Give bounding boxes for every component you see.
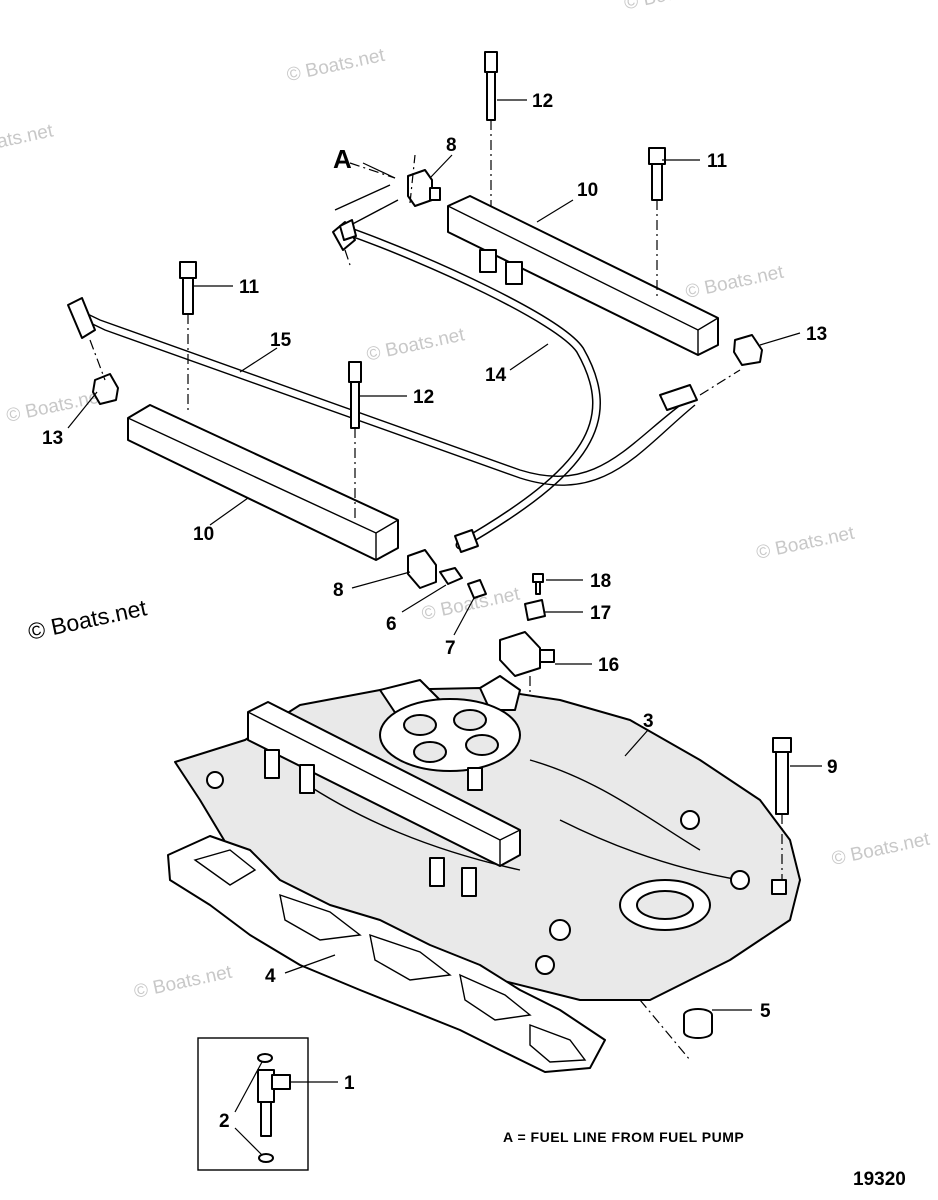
callout-8: 8 xyxy=(446,135,457,156)
leader-lines xyxy=(67,99,822,1156)
callout-10: 10 xyxy=(193,524,214,545)
callout-6: 6 xyxy=(386,614,397,635)
bolt-11-left xyxy=(179,261,197,410)
callout-1: 1 xyxy=(344,1073,355,1094)
watermark: © Boats.net xyxy=(5,385,107,426)
callout-A: A xyxy=(333,144,352,174)
callout-13: 13 xyxy=(806,324,827,345)
fuel-hose-14 xyxy=(339,219,601,553)
legend-note: A = FUEL LINE FROM FUEL PUMP xyxy=(503,1129,744,1145)
watermark-large: © Boats.net xyxy=(26,594,150,645)
callout-9: 9 xyxy=(827,757,838,778)
fitting-7 xyxy=(467,579,487,599)
callout-7: 7 xyxy=(445,638,456,659)
callout-12: 12 xyxy=(413,387,434,408)
clip-13-right xyxy=(733,334,763,366)
watermark: © Boats.net xyxy=(365,324,467,365)
fitting-8-bottom xyxy=(407,549,437,589)
fitting-6 xyxy=(439,567,463,585)
callout-5: 5 xyxy=(760,1001,771,1022)
clip-13-left xyxy=(89,339,119,405)
watermark: © Boats.net xyxy=(132,962,234,1003)
gasket-4 xyxy=(167,835,606,1073)
fuel-line-15 xyxy=(67,297,741,486)
callout-4: 4 xyxy=(265,966,276,987)
callout-12: 12 xyxy=(532,91,553,112)
watermark: © Boats.net xyxy=(0,120,56,161)
intake-manifold-3 xyxy=(174,675,801,1001)
callout-17: 17 xyxy=(590,603,611,624)
screw-18 xyxy=(532,573,544,595)
callout-11: 11 xyxy=(239,277,260,298)
fitting-8-top xyxy=(332,154,441,266)
bolt-9 xyxy=(771,737,792,895)
stud-12-middle xyxy=(348,361,362,520)
watermark: © Boats.net xyxy=(754,523,856,564)
callout-18: 18 xyxy=(590,571,611,592)
watermark: © Boats.net xyxy=(622,0,724,14)
plug-5 xyxy=(639,999,713,1061)
callout-3: 3 xyxy=(643,711,654,732)
callout-13: 13 xyxy=(42,428,63,449)
bracket-17 xyxy=(524,599,546,621)
callout-10: 10 xyxy=(577,180,598,201)
callout-2: 2 xyxy=(219,1111,230,1132)
bolt-11-top xyxy=(648,147,666,300)
injector-detail-1 xyxy=(197,1037,309,1171)
watermark: © Boats.net xyxy=(285,45,387,86)
callout-14: 14 xyxy=(485,365,507,386)
callout-15: 15 xyxy=(270,330,292,351)
figure-number: 19320 xyxy=(853,1169,906,1190)
watermark: © Boats.net xyxy=(830,829,932,870)
watermark: © Boats.net xyxy=(684,262,786,303)
callout-8: 8 xyxy=(333,580,344,601)
fuel-rail-10-right xyxy=(447,195,719,356)
callout-11: 11 xyxy=(707,151,728,172)
callouts: 12 A 8 11 10 11 15 13 14 13 12 10 8 6 7 … xyxy=(42,91,838,1132)
fuel-rail-10-left xyxy=(127,404,399,561)
stud-12-top xyxy=(484,51,498,215)
callout-16: 16 xyxy=(598,655,619,676)
